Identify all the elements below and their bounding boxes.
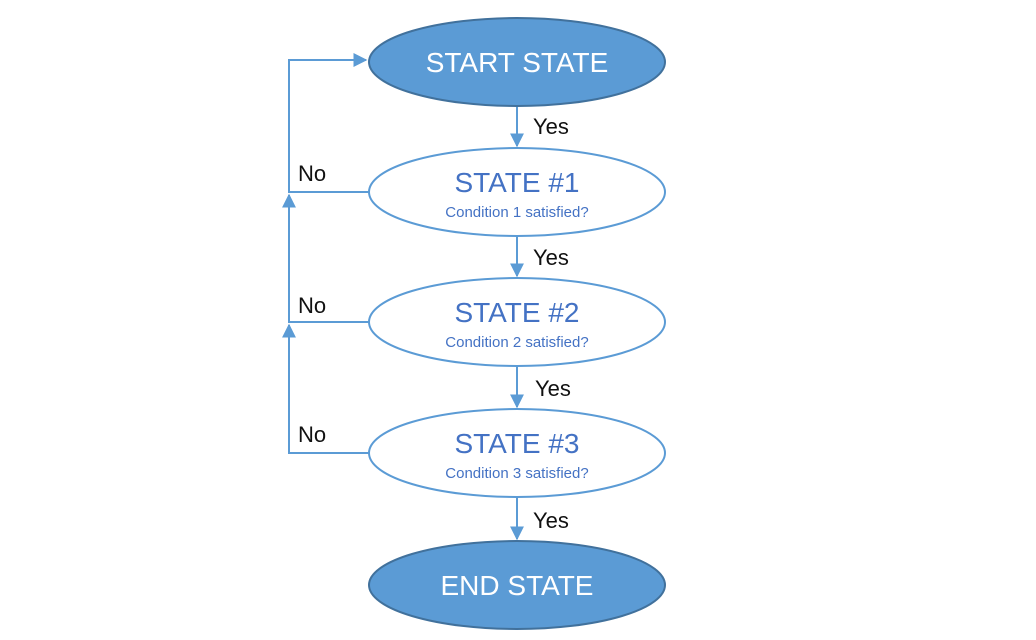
state-3-condition: Condition 3 satisfied? (445, 465, 588, 482)
state-2-condition: Condition 2 satisfied? (445, 334, 588, 351)
yes-label-1: Yes (533, 114, 569, 139)
start-state-label: START STATE (426, 47, 609, 78)
end-state-node (368, 540, 666, 630)
yes-label-2: Yes (533, 245, 569, 270)
state-1-title: STATE #1 (454, 167, 579, 198)
no-loop-2 (282, 193, 369, 323)
state-3-title: STATE #3 (454, 428, 579, 459)
no-loop-3 (282, 323, 369, 454)
state-1-condition: Condition 1 satisfied? (445, 204, 588, 221)
start-state-node (368, 17, 666, 107)
no-label-2: No (298, 293, 326, 318)
end-state-label: END STATE (441, 570, 594, 601)
yes-label-4: Yes (533, 508, 569, 533)
state-2-title: STATE #2 (454, 297, 579, 328)
yes-label-3: Yes (535, 376, 571, 401)
no-label-3: No (298, 422, 326, 447)
no-label-1: No (298, 161, 326, 186)
no-loop-1 (288, 53, 369, 193)
